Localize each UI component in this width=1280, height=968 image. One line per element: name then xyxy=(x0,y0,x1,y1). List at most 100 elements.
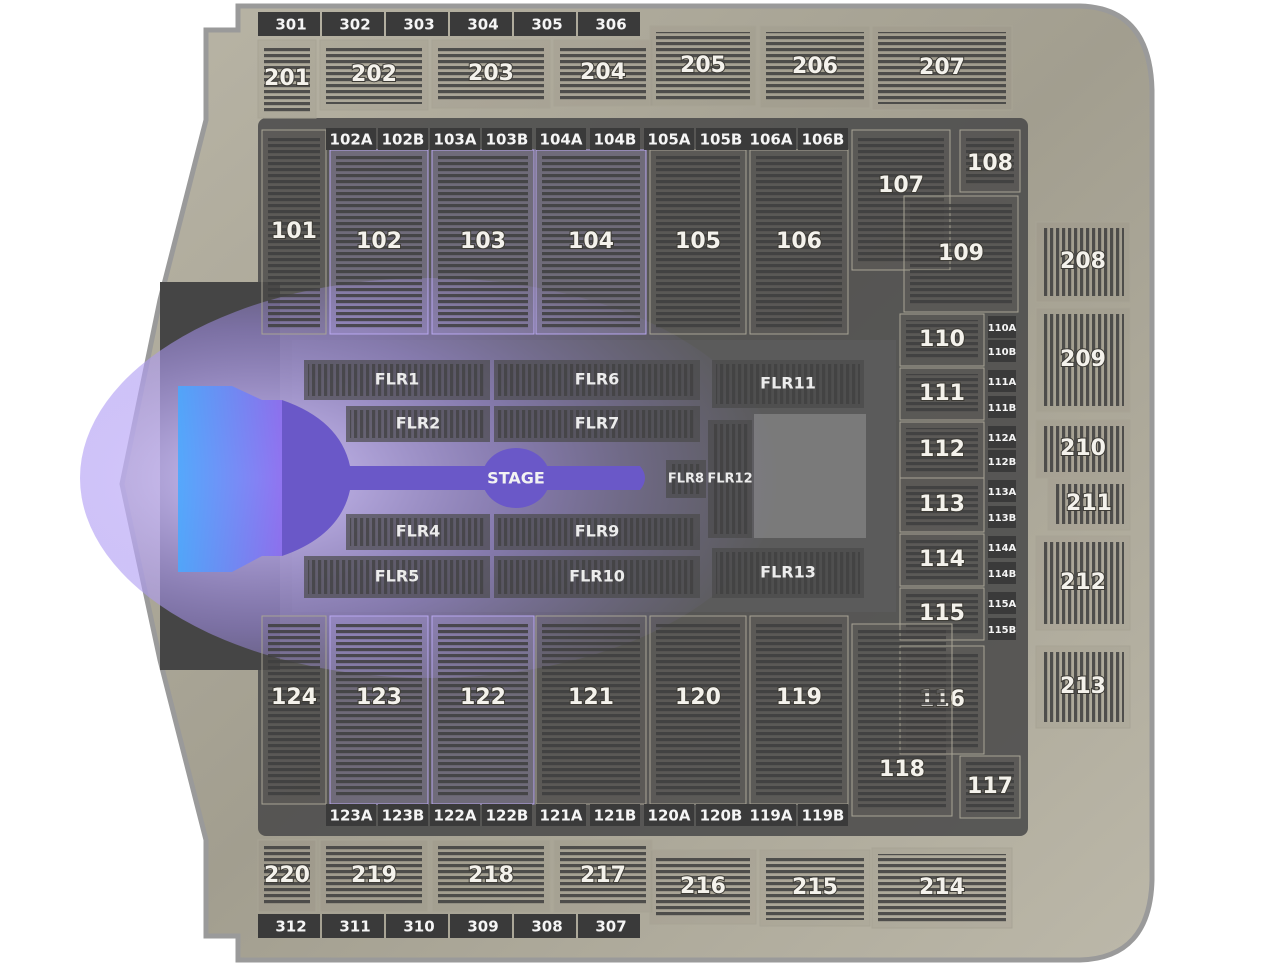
section-101[interactable]: 101 xyxy=(261,129,327,335)
section-117[interactable]: 117 xyxy=(959,755,1021,819)
section-119A[interactable]: 119A xyxy=(746,804,796,826)
section-312[interactable]: 312 xyxy=(258,914,320,938)
section-114B[interactable]: 114B xyxy=(988,562,1017,584)
section-122A[interactable]: 122A xyxy=(430,804,480,826)
section-304[interactable]: 304 xyxy=(450,12,512,36)
section-104A[interactable]: 104A xyxy=(536,128,586,150)
section-201[interactable]: 201 xyxy=(257,39,317,119)
floor-section-flr13[interactable]: FLR13 xyxy=(712,548,864,598)
section-102B[interactable]: 102B xyxy=(378,128,428,150)
section-311[interactable]: 311 xyxy=(322,914,384,938)
floor-section-flr11[interactable]: FLR11 xyxy=(712,360,864,408)
section-107[interactable]: 107 xyxy=(851,129,951,271)
section-112B[interactable]: 112B xyxy=(988,450,1017,472)
section-214[interactable]: 214 xyxy=(871,847,1013,929)
section-121[interactable]: 121 xyxy=(535,615,647,805)
section-115B[interactable]: 115B xyxy=(988,618,1017,640)
floor-section-flr12[interactable]: FLR12 xyxy=(707,420,753,538)
floor-section-flr5[interactable]: FLR5 xyxy=(304,556,490,598)
floor-section-flr1[interactable]: FLR1 xyxy=(304,360,490,400)
section-106A[interactable]: 106A xyxy=(746,128,796,150)
section-305[interactable]: 305 xyxy=(514,12,576,36)
section-104[interactable]: 104 xyxy=(535,149,647,335)
section-104B[interactable]: 104B xyxy=(590,128,640,150)
section-219[interactable]: 219 xyxy=(319,839,429,913)
section-108[interactable]: 108 xyxy=(959,129,1021,193)
section-203[interactable]: 203 xyxy=(431,39,551,109)
section-202[interactable]: 202 xyxy=(319,39,429,111)
section-118[interactable]: 118 xyxy=(851,623,953,817)
section-213[interactable]: 213 xyxy=(1035,645,1131,729)
section-103A[interactable]: 103A xyxy=(430,128,480,150)
section-110A[interactable]: 110A xyxy=(988,316,1017,338)
section-103A-label: 103A xyxy=(434,131,477,149)
section-206[interactable]: 206 xyxy=(759,25,871,109)
section-123B[interactable]: 123B xyxy=(378,804,428,826)
floor-section-flr8[interactable]: FLR8 xyxy=(666,460,706,498)
section-111B[interactable]: 111B xyxy=(988,396,1017,418)
section-220[interactable]: 220 xyxy=(257,839,317,913)
section-112[interactable]: 112 xyxy=(899,421,985,479)
section-111[interactable]: 111 xyxy=(899,367,985,421)
section-110B[interactable]: 110B xyxy=(988,340,1017,362)
section-102[interactable]: 102 xyxy=(329,149,429,335)
section-307[interactable]: 307 xyxy=(578,914,640,938)
section-120A[interactable]: 120A xyxy=(644,804,694,826)
section-119B[interactable]: 119B xyxy=(798,804,848,826)
section-114A[interactable]: 114A xyxy=(988,536,1017,558)
floor-section-flr4[interactable]: FLR4 xyxy=(346,514,490,550)
section-110[interactable]: 110 xyxy=(899,313,985,367)
section-106[interactable]: 106 xyxy=(749,149,849,335)
section-309[interactable]: 309 xyxy=(450,914,512,938)
floor-section-flr9[interactable]: FLR9 xyxy=(494,514,700,550)
section-209[interactable]: 209 xyxy=(1035,307,1131,413)
section-123A[interactable]: 123A xyxy=(326,804,376,826)
section-103[interactable]: 103 xyxy=(431,149,535,335)
section-310[interactable]: 310 xyxy=(386,914,448,938)
section-119[interactable]: 119 xyxy=(749,615,849,805)
floor-section-flr6[interactable]: FLR6 xyxy=(494,360,700,400)
section-112A[interactable]: 112A xyxy=(988,426,1017,448)
section-303[interactable]: 303 xyxy=(386,12,448,36)
section-123[interactable]: 123 xyxy=(329,615,429,805)
section-102A[interactable]: 102A xyxy=(326,128,376,150)
section-308[interactable]: 308 xyxy=(514,914,576,938)
section-124[interactable]: 124 xyxy=(261,615,327,805)
section-113[interactable]: 113 xyxy=(899,477,985,533)
section-122B[interactable]: 122B xyxy=(482,804,532,826)
section-121B[interactable]: 121B xyxy=(590,804,640,826)
floor-section-flr7[interactable]: FLR7 xyxy=(494,406,700,442)
section-122[interactable]: 122 xyxy=(431,615,535,805)
section-121A[interactable]: 121A xyxy=(536,804,586,826)
section-301[interactable]: 301 xyxy=(258,12,320,36)
section-113B[interactable]: 113B xyxy=(988,506,1017,528)
section-105B[interactable]: 105B xyxy=(696,128,746,150)
floor-section-flr10[interactable]: FLR10 xyxy=(494,556,700,598)
section-302[interactable]: 302 xyxy=(322,12,384,36)
section-218[interactable]: 218 xyxy=(431,839,551,913)
section-105[interactable]: 105 xyxy=(649,149,747,335)
section-204[interactable]: 204 xyxy=(553,39,653,107)
section-114[interactable]: 114 xyxy=(899,533,985,587)
section-120[interactable]: 120 xyxy=(649,615,747,805)
section-207[interactable]: 207 xyxy=(871,25,1013,111)
section-205[interactable]: 205 xyxy=(649,25,757,107)
section-103B[interactable]: 103B xyxy=(482,128,532,150)
floor-section-flr2[interactable]: FLR2 xyxy=(346,406,490,442)
section-111A[interactable]: 111A xyxy=(988,370,1017,392)
section-109[interactable]: 109 xyxy=(903,195,1019,313)
section-216[interactable]: 216 xyxy=(649,849,757,925)
section-106B[interactable]: 106B xyxy=(798,128,848,150)
section-306[interactable]: 306 xyxy=(578,12,640,36)
section-112A-label: 112A xyxy=(988,433,1017,444)
section-215[interactable]: 215 xyxy=(759,849,871,927)
section-105A[interactable]: 105A xyxy=(644,128,694,150)
section-210[interactable]: 210 xyxy=(1035,419,1131,479)
section-113A[interactable]: 113A xyxy=(988,480,1017,502)
section-217[interactable]: 217 xyxy=(553,839,653,913)
section-208[interactable]: 208 xyxy=(1035,221,1131,303)
section-120B[interactable]: 120B xyxy=(696,804,746,826)
section-212[interactable]: 212 xyxy=(1035,535,1131,631)
section-211[interactable]: 211 xyxy=(1047,477,1131,531)
section-115A[interactable]: 115A xyxy=(988,592,1017,614)
